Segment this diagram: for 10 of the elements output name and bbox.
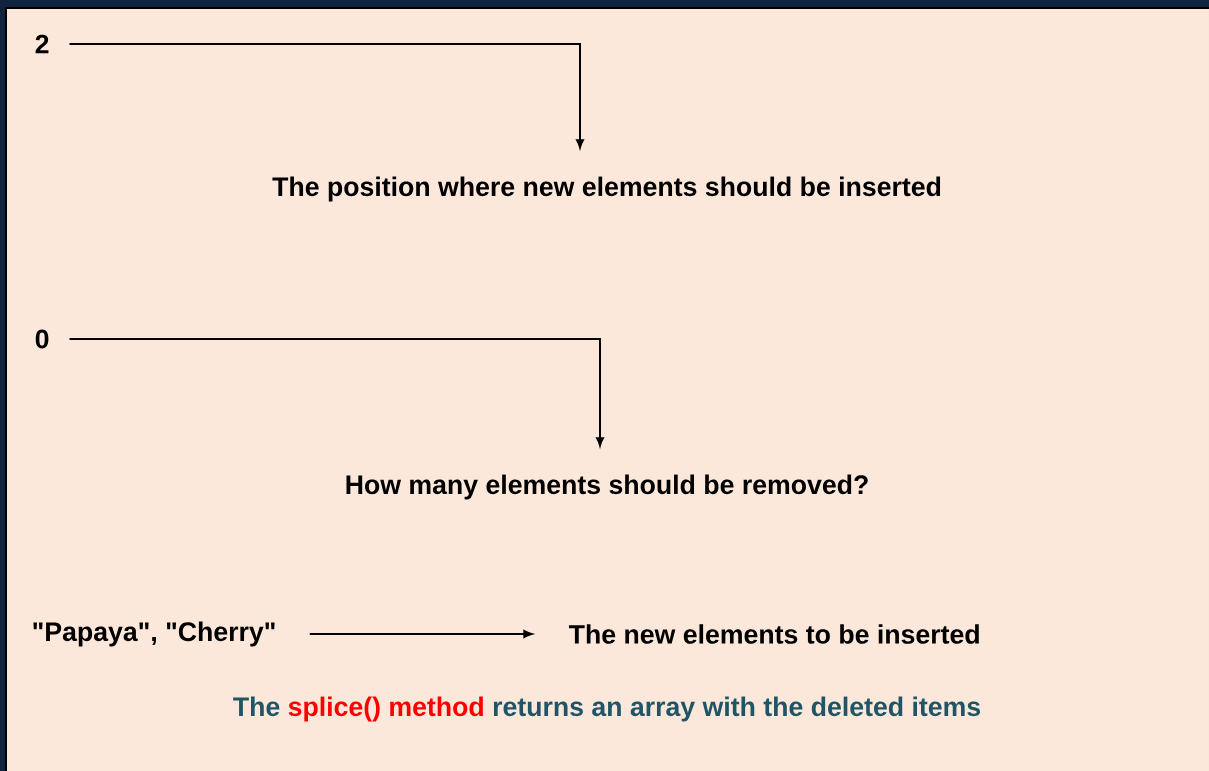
arrow [68,43,584,149]
node-text: 2 [35,34,49,54]
caption-text: The splice() method returns an array with the deleted items [233,696,981,722]
node-text: The position where new elements should be inserted [272,176,941,202]
node-text: "Papaya", "Cherry" [33,621,275,647]
node-text: The new elements to be inserted [568,624,979,644]
node-text: 0 [35,329,49,349]
arrow [68,338,604,447]
arrow [308,630,533,638]
node-text: How many elements should be removed? [346,474,868,500]
